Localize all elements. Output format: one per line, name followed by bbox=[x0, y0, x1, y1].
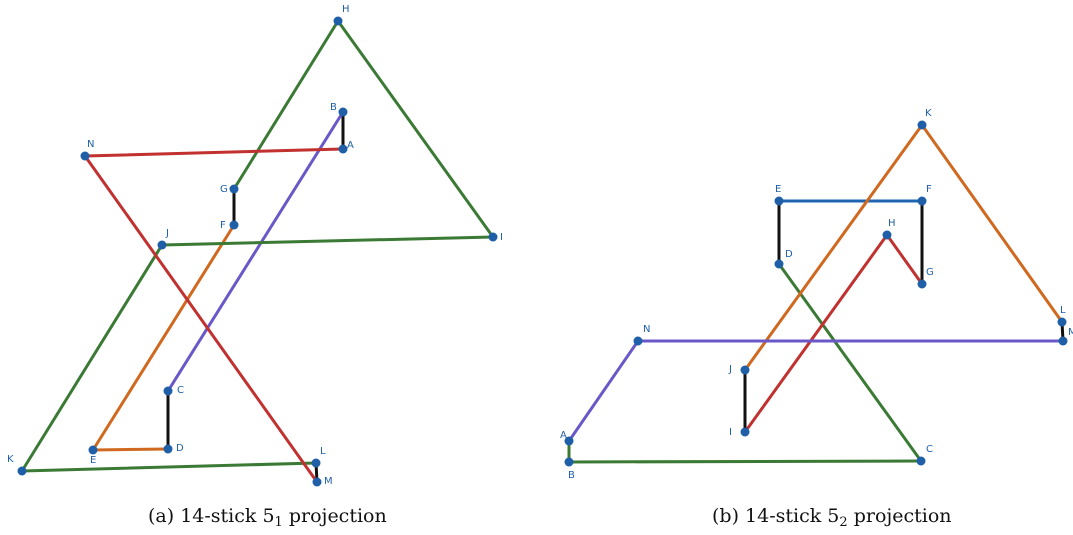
vertex-label-D: D bbox=[785, 249, 793, 260]
caption-b-prefix: (b) 14-stick 5 bbox=[712, 505, 840, 527]
vertices-a: A B C D E F G H I J K L M N bbox=[7, 4, 503, 487]
vertex-C bbox=[916, 456, 926, 466]
vertex-label-D: D bbox=[176, 443, 184, 454]
stick-GH bbox=[232, 19, 340, 191]
vertex-label-B: B bbox=[330, 102, 337, 113]
stick-NA bbox=[567, 339, 640, 443]
vertex-F bbox=[917, 196, 927, 206]
vertex-D bbox=[163, 444, 173, 454]
stick-HI bbox=[336, 19, 495, 239]
stick-CD bbox=[777, 262, 923, 463]
vertex-L bbox=[1057, 317, 1067, 327]
stick-DE bbox=[91, 447, 170, 452]
vertex-J bbox=[157, 240, 167, 250]
stick-IJ bbox=[160, 235, 495, 247]
vertex-M bbox=[312, 477, 322, 487]
vertex-H bbox=[882, 230, 892, 240]
vertex-label-N: N bbox=[643, 324, 650, 335]
vertex-K bbox=[917, 120, 927, 130]
stick-JK bbox=[20, 243, 164, 473]
sticks-b bbox=[567, 123, 1065, 464]
stick-GH bbox=[885, 233, 924, 286]
vertex-N bbox=[633, 336, 643, 346]
vertex-label-K: K bbox=[925, 108, 932, 119]
vertex-label-I: I bbox=[729, 427, 732, 438]
knot-projection-a: A B C D E F G H I J K L M N bbox=[7, 4, 503, 487]
sticks-a bbox=[20, 19, 495, 484]
vertex-label-M: M bbox=[1068, 327, 1073, 338]
stick-BC bbox=[567, 459, 923, 464]
caption-a-prefix: (a) 14-stick 5 bbox=[148, 505, 275, 527]
vertex-label-J: J bbox=[165, 228, 169, 239]
vertex-label-G: G bbox=[926, 267, 934, 278]
vertex-J bbox=[740, 365, 750, 375]
caption-b-suffix: projection bbox=[847, 505, 952, 527]
vertex-label-I: I bbox=[500, 232, 503, 243]
vertex-label-G: G bbox=[220, 184, 228, 195]
vertex-label-E: E bbox=[90, 455, 96, 466]
vertex-G bbox=[917, 279, 927, 289]
vertex-label-H: H bbox=[888, 218, 896, 229]
caption-b-subscript: 2 bbox=[839, 515, 848, 530]
vertex-A bbox=[338, 144, 348, 154]
vertex-H bbox=[333, 16, 343, 26]
caption-a-suffix: projection bbox=[282, 505, 387, 527]
vertex-label-L: L bbox=[320, 446, 326, 457]
vertex-F bbox=[229, 220, 239, 230]
stick-KL bbox=[20, 461, 318, 473]
vertex-label-J: J bbox=[728, 364, 732, 375]
vertex-label-F: F bbox=[220, 220, 226, 231]
vertex-label-K: K bbox=[7, 454, 14, 465]
vertex-label-N: N bbox=[87, 139, 94, 150]
vertex-C bbox=[163, 386, 173, 396]
vertex-B bbox=[564, 457, 574, 467]
vertex-I bbox=[740, 427, 750, 437]
vertex-D bbox=[774, 259, 784, 269]
stick-NA bbox=[83, 147, 345, 158]
vertex-M bbox=[1058, 336, 1068, 346]
caption-a-subscript: 1 bbox=[274, 515, 283, 530]
vertex-I bbox=[488, 232, 498, 242]
vertex-label-F: F bbox=[926, 184, 932, 195]
stick-BC bbox=[166, 110, 345, 393]
vertex-label-M: M bbox=[324, 476, 333, 487]
stick-HI bbox=[743, 233, 889, 434]
stick-JK bbox=[743, 123, 924, 372]
vertex-G bbox=[229, 184, 239, 194]
vertex-label-A: A bbox=[560, 430, 567, 441]
vertex-K bbox=[17, 466, 27, 476]
vertex-N bbox=[80, 151, 90, 161]
knot-projection-b: A B C D E F G H I J K LM N bbox=[560, 108, 1073, 481]
vertex-B bbox=[338, 107, 348, 117]
stick-EF bbox=[91, 223, 236, 452]
vertices-b: A B C D E F G H I J K LM N bbox=[560, 108, 1073, 481]
vertex-L bbox=[311, 458, 321, 468]
vertex-A bbox=[564, 436, 574, 446]
vertex-label-H: H bbox=[342, 4, 350, 15]
caption-b: (b) 14-stick 52 projection bbox=[712, 505, 952, 530]
vertex-label-A: A bbox=[347, 140, 354, 151]
stick-MN bbox=[83, 154, 319, 484]
vertex-E bbox=[774, 196, 784, 206]
vertex-label-C: C bbox=[926, 444, 933, 455]
vertex-label-C: C bbox=[177, 385, 184, 396]
caption-a: (a) 14-stick 51 projection bbox=[148, 505, 387, 530]
vertex-E bbox=[88, 445, 98, 455]
vertex-label-E: E bbox=[775, 184, 781, 195]
vertex-label-B: B bbox=[568, 470, 575, 481]
stick-KL bbox=[920, 123, 1064, 324]
vertex-label-L: L bbox=[1060, 305, 1066, 316]
